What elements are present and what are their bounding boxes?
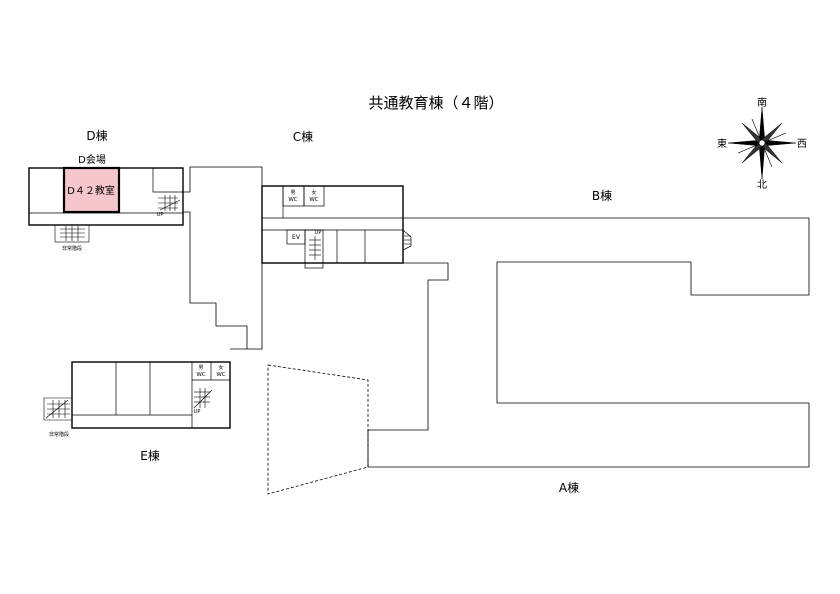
emergency-stairs-e bbox=[43, 397, 72, 421]
building-d bbox=[28, 166, 184, 243]
building-c-walls bbox=[262, 185, 412, 269]
building-e-outline bbox=[71, 361, 231, 429]
c-stairs-up-label: UP bbox=[315, 230, 322, 236]
open-area-dashed bbox=[267, 364, 369, 495]
d-emergency-stairs-label: 非常階段 bbox=[62, 245, 82, 252]
c-elevator-label: EV bbox=[292, 234, 301, 241]
c-wc-women-wc: WC bbox=[309, 197, 318, 203]
label-building-a: A棟 bbox=[559, 480, 579, 495]
e-wc-women-label: 女 bbox=[218, 364, 223, 371]
building-c bbox=[261, 185, 412, 269]
page-title: 共通教育棟（４階） bbox=[368, 94, 503, 112]
b-a-building-outline bbox=[367, 217, 810, 468]
label-building-d: D棟 bbox=[86, 128, 107, 143]
compass-rose bbox=[727, 106, 797, 180]
emergency-stairs-d bbox=[54, 224, 90, 243]
compass-east-label: 東 bbox=[717, 137, 727, 150]
room-d42-highlight[interactable] bbox=[62, 166, 121, 214]
campus-outline bbox=[183, 166, 810, 495]
e-wc-men-label: 男 bbox=[198, 365, 203, 371]
corridor-outline-lower bbox=[183, 211, 263, 350]
e-emergency-stairs-label: 非常階段 bbox=[49, 431, 69, 438]
label-building-e: E棟 bbox=[140, 448, 160, 463]
c-wc-women-label: 女 bbox=[311, 189, 316, 196]
label-building-b: B棟 bbox=[592, 188, 612, 203]
c-wc-men-label: 男 bbox=[290, 190, 295, 196]
corridor-outline bbox=[183, 166, 263, 193]
building-d-stair-wall bbox=[152, 168, 183, 193]
e-stairs-up-label: UP bbox=[194, 409, 201, 415]
e-wc-women-wc: WC bbox=[216, 372, 225, 378]
compass-north-label: 北 bbox=[757, 179, 767, 191]
stairs-e bbox=[193, 388, 213, 409]
c-wc-men-wc: WC bbox=[288, 197, 297, 203]
building-c-outline bbox=[261, 185, 404, 264]
building-e bbox=[43, 361, 231, 429]
compass-south-label: 南 bbox=[757, 96, 767, 109]
label-room-d42[interactable]: D４２教室 bbox=[67, 184, 115, 197]
building-e-walls bbox=[72, 362, 230, 428]
e-wc-men-wc: WC bbox=[196, 372, 205, 378]
stairs-d bbox=[158, 195, 181, 211]
compass-west-label: 西 bbox=[797, 139, 807, 150]
label-building-c: C棟 bbox=[293, 129, 313, 144]
d-stairs-up-label: UP bbox=[157, 212, 164, 218]
label-venue: D会場 bbox=[78, 153, 106, 166]
stairs-c bbox=[309, 235, 411, 260]
